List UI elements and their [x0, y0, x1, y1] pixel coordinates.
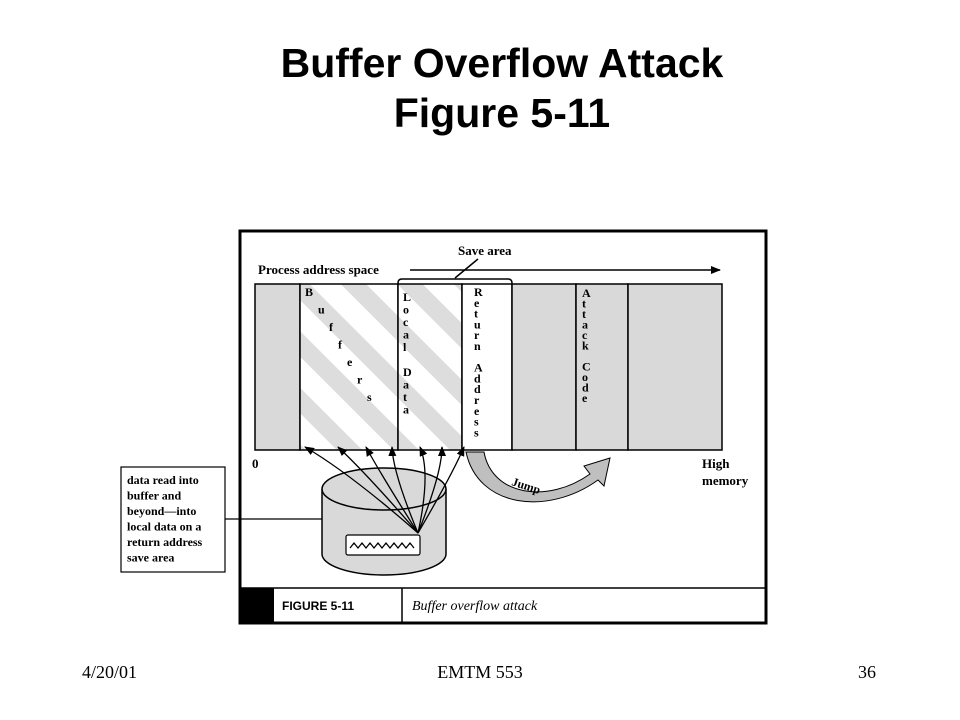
segment-letter: k: [582, 339, 589, 353]
save-area-brace: [397, 278, 513, 289]
segment-letter: s: [367, 390, 372, 404]
segment-letter: t: [582, 307, 586, 321]
segment-letter: t: [474, 307, 478, 321]
data-arrows: [304, 446, 465, 534]
segment-letter: e: [474, 404, 480, 418]
callout-box: [120, 466, 226, 573]
footer-page-number: 36: [858, 662, 876, 682]
data-arrow: [417, 446, 465, 534]
data-arrow: [337, 446, 419, 534]
data-arrow: [417, 446, 446, 534]
callout-line: return address: [127, 535, 203, 549]
slide-title: Buffer Overflow Attack Figure 5-11: [0, 38, 960, 138]
low-memory-label: 0: [252, 456, 259, 471]
segment-letter: r: [474, 328, 480, 342]
callout-line: data read into: [127, 473, 199, 487]
callout-line: local data on a: [127, 520, 201, 534]
data-arrow: [417, 446, 428, 534]
segment-letter: l: [403, 340, 407, 354]
segment-letter: t: [403, 390, 407, 404]
segment-letter: L: [403, 290, 411, 304]
segment-letter: d: [474, 382, 481, 396]
data-arrow: [365, 446, 419, 534]
segment-letter: d: [474, 371, 481, 385]
segment-letter: A: [582, 286, 591, 300]
segment-letter: r: [357, 373, 363, 387]
high-memory-label-2: memory: [702, 473, 749, 488]
segment-letter: n: [474, 339, 481, 353]
segment-letter: e: [347, 355, 353, 369]
memory-bar: [254, 283, 723, 451]
callout-line: beyond—into: [127, 504, 196, 518]
segment-buffers: [299, 283, 399, 451]
callout-line: save area: [127, 551, 174, 565]
segment-letter: s: [474, 425, 479, 439]
title-line-1: Buffer Overflow Attack: [280, 40, 724, 86]
segment-letter: e: [582, 391, 588, 405]
footer-date: 4/20/01: [82, 662, 138, 682]
jump-arrow: [465, 451, 611, 503]
segment-letter: R: [474, 285, 483, 299]
segment-low: [254, 283, 301, 451]
title-line-2: Figure 5-11: [393, 90, 611, 136]
segment-letter: o: [582, 370, 588, 384]
segment-letter: f: [338, 338, 343, 352]
footer-course: EMTM 553: [437, 662, 523, 682]
segment-letter: a: [403, 378, 409, 392]
segment-letter: r: [474, 393, 480, 407]
process-address-space-label: Process address space: [258, 262, 379, 277]
segment-letter: s: [474, 415, 479, 429]
segment-letter: e: [474, 296, 480, 310]
segment-letter: c: [582, 328, 588, 342]
data-arrow: [304, 446, 419, 534]
data-arrow: [388, 446, 419, 534]
segment-letter: C: [582, 360, 591, 374]
segment-letter: u: [474, 317, 481, 331]
segment-letter: t: [582, 297, 586, 311]
save-area-pointer: [454, 258, 479, 279]
save-area-label: Save area: [458, 243, 512, 258]
callout-line: buffer and: [127, 489, 181, 503]
segment-local-data: [397, 283, 463, 451]
caption-black-block: [240, 588, 274, 623]
caption-text: Buffer overflow attack: [412, 599, 538, 614]
segment-letter: a: [403, 328, 409, 342]
caption-label: FIGURE 5-11: [282, 599, 354, 613]
segment-attack-code: [575, 283, 629, 451]
disk-icon: [321, 467, 447, 576]
segment-return-address: [461, 283, 513, 451]
segment-filler: [511, 283, 577, 451]
segment-letter: A: [474, 361, 483, 375]
segment-letter: o: [403, 303, 409, 317]
segment-letter: a: [582, 318, 588, 332]
segment-high: [627, 283, 723, 451]
segment-letter: B: [305, 285, 313, 299]
segment-letter: f: [329, 320, 334, 334]
segment-letter: D: [403, 365, 412, 379]
segment-letter: u: [318, 303, 325, 317]
segment-letter: c: [403, 315, 409, 329]
high-memory-label-1: High: [702, 456, 730, 471]
segment-letter: a: [403, 403, 409, 417]
segment-letter: d: [582, 381, 589, 395]
